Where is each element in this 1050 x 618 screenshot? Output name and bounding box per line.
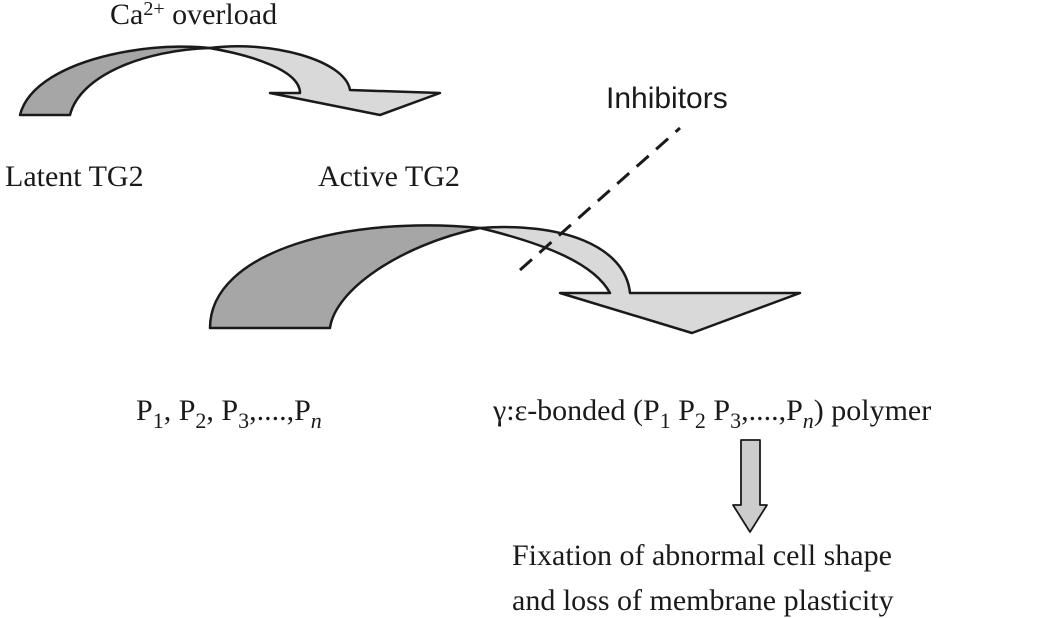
crosslink-arrow-tail bbox=[208, 224, 482, 330]
activation-arrow-head bbox=[208, 44, 442, 117]
latent-tg2-label: Latent TG2 bbox=[5, 160, 144, 193]
outcome-line-1: Fixation of abnormal cell shape bbox=[512, 539, 892, 572]
outcome-down-arrow bbox=[732, 439, 768, 533]
substrates-label: P1, P2, P3,....,Pn bbox=[136, 394, 322, 433]
inhibitors-label: Inhibitors bbox=[606, 82, 728, 115]
activation-arrow bbox=[18, 44, 442, 117]
crosslink-arrow-head bbox=[478, 225, 802, 335]
inhibitor-dashed-line bbox=[519, 126, 681, 272]
activation-arrow-tail bbox=[18, 45, 237, 117]
polymer-product-label: γ:ε-bonded (P1 P2 P3,....,Pn) polymer bbox=[492, 394, 931, 433]
active-tg2-label: Active TG2 bbox=[318, 160, 460, 193]
ca-overload-label: Ca2+ overload bbox=[110, 0, 277, 31]
crosslink-arrow bbox=[208, 224, 802, 335]
outcome-line-2: and loss of membrane plasticity bbox=[512, 584, 894, 617]
